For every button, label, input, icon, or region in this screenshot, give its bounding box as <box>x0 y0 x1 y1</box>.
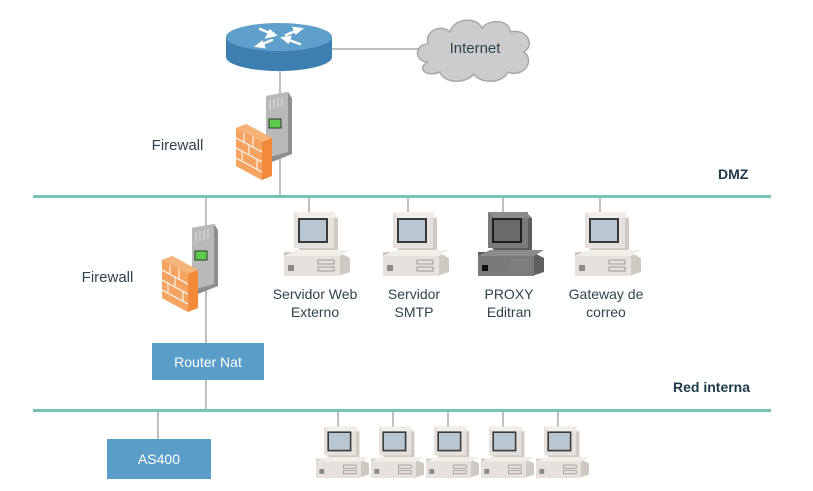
router-internet-link <box>330 48 422 50</box>
router-icon <box>226 23 332 71</box>
internal-zone-label: Red interna <box>673 379 751 395</box>
internal-bus <box>33 409 771 412</box>
computer-icon[interactable] <box>313 425 369 485</box>
computer-icon[interactable] <box>478 425 534 485</box>
router-nat-box[interactable]: Router Nat <box>152 343 264 380</box>
client-link <box>502 411 504 429</box>
firewall-icon <box>161 224 218 312</box>
computer-icon[interactable] <box>533 425 589 485</box>
computer-icon <box>383 212 449 276</box>
client-link <box>557 411 559 429</box>
as400-link <box>157 411 159 439</box>
server-link <box>502 197 504 213</box>
server-link <box>407 197 409 213</box>
internet-cloud-icon <box>416 19 530 82</box>
client-link <box>392 411 394 429</box>
computer-icon <box>575 212 641 276</box>
as400-box[interactable]: AS400 <box>107 439 211 479</box>
computer-icon[interactable] <box>368 425 424 485</box>
server-label: PROXY Editran <box>484 286 534 320</box>
routernat-bus-link <box>205 380 207 410</box>
server-label: Servidor SMTP <box>387 286 441 320</box>
server-link <box>599 197 601 213</box>
firewall-1-label: Firewall <box>151 137 204 154</box>
client-link <box>447 411 449 429</box>
firewall-2-label: Firewall <box>81 269 134 286</box>
computer-icon[interactable] <box>423 425 479 485</box>
firewall-icon <box>235 92 292 180</box>
client-link <box>337 411 339 429</box>
dmz-bus <box>33 195 771 198</box>
server-label: Servidor Web Externo <box>272 286 358 320</box>
internet-label: Internet <box>449 40 501 57</box>
server-link <box>308 197 310 213</box>
dmz-zone-label: DMZ <box>718 166 749 182</box>
server-label: Gateway de correo <box>568 286 644 320</box>
computer-icon <box>284 212 350 276</box>
computer-icon <box>478 212 544 276</box>
